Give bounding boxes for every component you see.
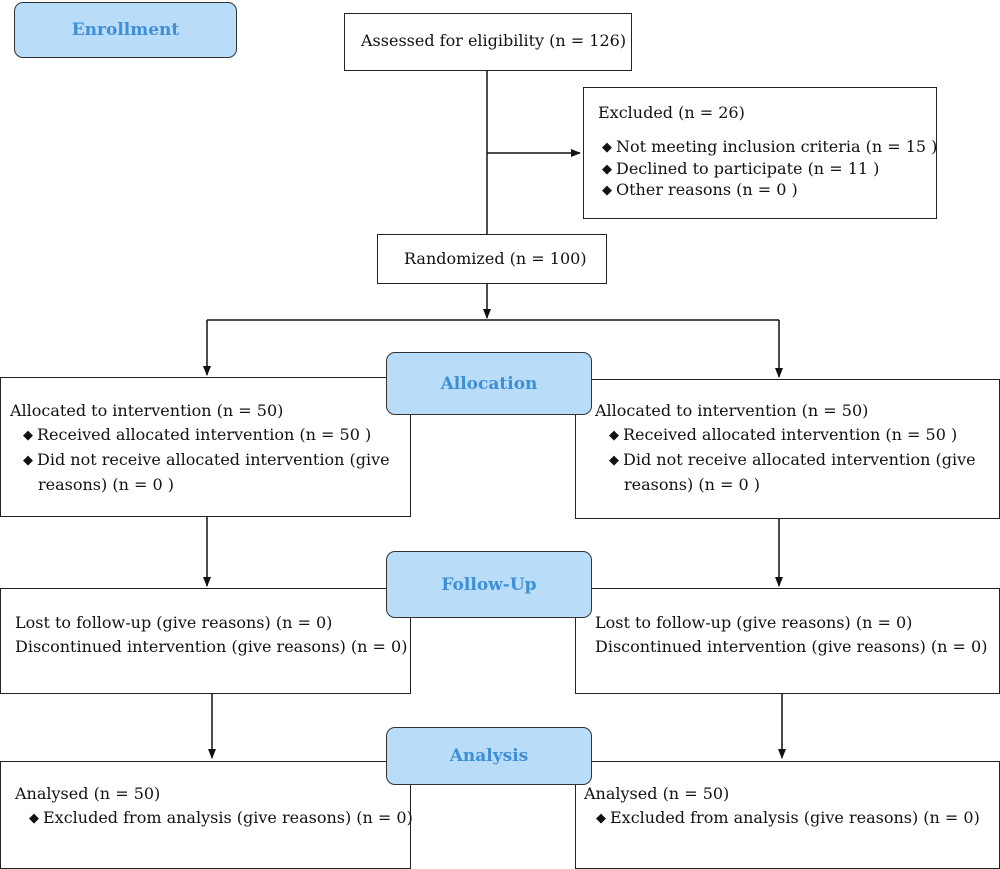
right-not-received: ◆Did not receive allocated intervention …: [609, 448, 976, 473]
diamond-bullet-icon: ◆: [602, 162, 612, 177]
randomized-box: Randomized (n = 100): [377, 234, 607, 284]
right-received: ◆Received allocated intervention (n = 50…: [609, 423, 957, 448]
stage-allocation-label: Allocation: [440, 373, 538, 394]
left-not-received: ◆Did not receive allocated intervention …: [23, 448, 390, 473]
diamond-bullet-icon: ◆: [596, 811, 606, 826]
assessed-box: Assessed for eligibility (n = 126): [344, 13, 632, 71]
right-not-received-cont: reasons) (n = 0 ): [624, 475, 760, 494]
right-followup-box: Lost to follow-up (give reasons) (n = 0)…: [575, 588, 1000, 694]
stage-enrollment: Enrollment: [14, 2, 237, 58]
stage-allocation: Allocation: [386, 352, 592, 415]
randomized-text: Randomized (n = 100): [404, 249, 587, 268]
right-allocation-title: Allocated to intervention (n = 50): [595, 401, 869, 420]
excluded-item: ◆Declined to participate (n = 11 ): [602, 157, 879, 182]
excluded-item: ◆Not meeting inclusion criteria (n = 15 …: [602, 135, 937, 160]
diamond-bullet-icon: ◆: [23, 453, 33, 468]
stage-followup: Follow-Up: [386, 551, 592, 618]
diamond-bullet-icon: ◆: [23, 428, 33, 443]
diamond-bullet-icon: ◆: [602, 140, 612, 155]
left-lost: Lost to follow-up (give reasons) (n = 0): [15, 613, 333, 632]
right-analysed: Analysed (n = 50): [584, 784, 730, 803]
diamond-bullet-icon: ◆: [609, 453, 619, 468]
excluded-box: Excluded (n = 26) ◆Not meeting inclusion…: [583, 87, 937, 219]
assessed-text: Assessed for eligibility (n = 126): [361, 31, 627, 50]
stage-enrollment-label: Enrollment: [71, 20, 180, 40]
left-allocation-title: Allocated to intervention (n = 50): [10, 401, 284, 420]
stage-followup-label: Follow-Up: [441, 574, 537, 595]
stage-analysis-label: Analysis: [449, 746, 529, 766]
left-analysis-box: Analysed (n = 50) ◆Excluded from analysi…: [0, 761, 413, 869]
right-discontinued: Discontinued intervention (give reasons)…: [595, 637, 988, 656]
left-analysed: Analysed (n = 50): [15, 784, 161, 803]
right-analysis-box: Analysed (n = 50) ◆Excluded from analysi…: [575, 761, 1000, 869]
left-allocation-box: Allocated to intervention (n = 50) ◆Rece…: [0, 377, 411, 517]
diamond-bullet-icon: ◆: [602, 183, 612, 198]
right-excluded-analysis: ◆Excluded from analysis (give reasons) (…: [596, 806, 980, 831]
right-allocation-box: Allocated to intervention (n = 50) ◆Rece…: [575, 379, 1000, 519]
left-followup-box: Lost to follow-up (give reasons) (n = 0)…: [0, 588, 411, 694]
diamond-bullet-icon: ◆: [609, 428, 619, 443]
stage-analysis: Analysis: [386, 727, 592, 785]
excluded-item: ◆Other reasons (n = 0 ): [602, 178, 798, 203]
left-received: ◆Received allocated intervention (n = 50…: [23, 423, 371, 448]
left-excluded-analysis: ◆Excluded from analysis (give reasons) (…: [29, 806, 413, 831]
excluded-title: Excluded (n = 26): [598, 103, 745, 122]
left-not-received-cont: reasons) (n = 0 ): [38, 475, 174, 494]
right-lost: Lost to follow-up (give reasons) (n = 0): [595, 613, 913, 632]
left-discontinued: Discontinued intervention (give reasons)…: [15, 637, 408, 656]
diamond-bullet-icon: ◆: [29, 811, 39, 826]
